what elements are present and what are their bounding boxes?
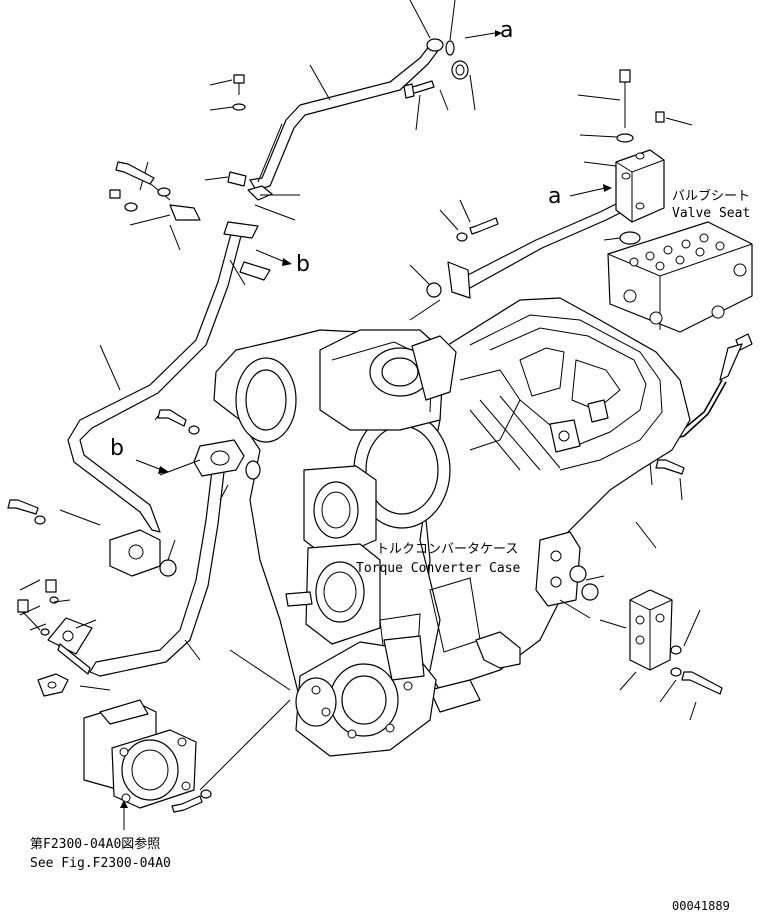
marker-b-right: b	[296, 252, 310, 277]
marker-a-mid: a	[548, 184, 562, 209]
valve-seat-label-jp: バルブシート	[672, 189, 751, 204]
tc-case-label-en: Torque Converter Case	[356, 561, 521, 576]
top-pipe	[247, 38, 469, 201]
drawing-number: 00041889	[672, 899, 730, 913]
marker-b-left: b	[110, 436, 124, 461]
left-square-flange	[7, 499, 161, 577]
right-spacer-block	[559, 521, 723, 721]
valve-seat-body	[607, 221, 753, 333]
arrow-a-top	[464, 30, 502, 39]
tc-case-label-jp: トルクコンバータケース	[376, 542, 519, 557]
bolt-set-left-top	[109, 161, 171, 212]
top-pipe-leaders	[254, 0, 476, 221]
lower-left-leaders	[59, 459, 291, 791]
arrow-a-mid	[569, 184, 612, 197]
reference-label-jp: 第F2300-04A0図参照	[30, 837, 161, 852]
bolt-set-top	[204, 74, 435, 187]
lower-left-pipe	[89, 409, 261, 677]
marker-a-top: a	[500, 18, 514, 43]
torque-converter-case	[213, 297, 691, 721]
valve-seat-label-en: Valve Seat	[672, 206, 751, 221]
left-u-pipe	[67, 204, 271, 533]
middle-pipe	[409, 199, 623, 321]
arrow-b-right	[255, 249, 292, 266]
lower-pump	[295, 635, 437, 757]
reference-label-en: See Fig.F2300-04A0	[30, 856, 171, 871]
elbow-adapter	[83, 699, 212, 830]
arrow-b-left	[135, 459, 169, 474]
valve-connector-block	[577, 69, 693, 245]
lower-left-fittings	[17, 579, 111, 697]
